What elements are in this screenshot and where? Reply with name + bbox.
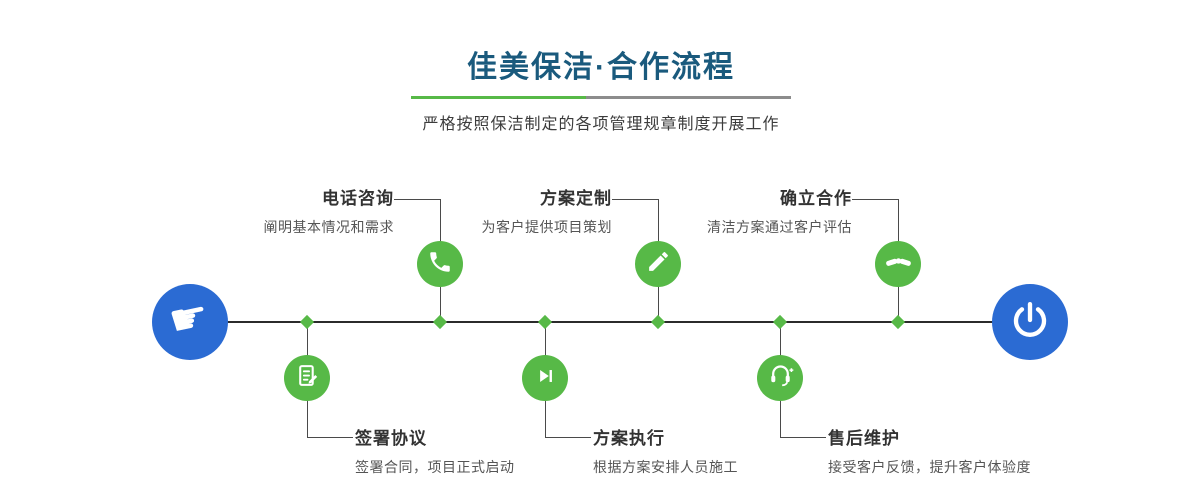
play-icon [532, 363, 558, 394]
step-desc: 根据方案安排人员施工 [593, 459, 738, 475]
connector-line [612, 199, 658, 200]
step-title: 确立合作 [780, 189, 852, 208]
timeline-diamond [537, 314, 553, 330]
divider-gray-segment [586, 96, 791, 99]
timeline-diamond [772, 314, 788, 330]
document-icon [295, 363, 320, 393]
step-establish-cooperation: 确立合作 清洁方案通过客户评估 [622, 188, 852, 237]
step-title: 签署协议 [355, 429, 427, 448]
power-icon [1010, 300, 1050, 345]
hand-pointing-icon: ☛ [164, 290, 214, 347]
step-title: 售后维护 [828, 429, 900, 448]
step-desc: 清洁方案通过客户评估 [707, 219, 852, 235]
step-phone-consult: 电话咨询 阐明基本情况和需求 [164, 188, 394, 237]
step-plan-execution: 方案执行 根据方案安排人员施工 [593, 428, 853, 477]
timeline [190, 321, 1030, 323]
step-desc: 阐明基本情况和需求 [263, 219, 394, 235]
step-desc: 为客户提供项目策划 [481, 219, 612, 235]
step-title: 方案定制 [540, 189, 612, 208]
step-node-phone [417, 241, 463, 287]
timeline-diamond [299, 314, 315, 330]
connector-line [852, 199, 898, 200]
step-title: 电话咨询 [322, 189, 394, 208]
step-desc: 签署合同，项目正式启动 [355, 459, 515, 475]
connector-line [780, 437, 826, 438]
timeline-diamond [890, 314, 906, 330]
timeline-diamond [432, 314, 448, 330]
handshake-icon [885, 248, 912, 280]
connector-line [394, 199, 440, 200]
step-node-agreement [284, 355, 330, 401]
title-divider [411, 96, 791, 99]
step-plan-customize: 方案定制 为客户提供项目策划 [382, 188, 612, 237]
step-title: 方案执行 [593, 429, 665, 448]
connector-line [545, 437, 591, 438]
timeline-diamond [650, 314, 666, 330]
connector-line [307, 437, 353, 438]
headset-icon [767, 362, 794, 394]
phone-icon [427, 249, 453, 280]
step-node-aftersales [757, 355, 803, 401]
step-node-plan [635, 241, 681, 287]
step-node-execution [522, 355, 568, 401]
step-node-cooperation [875, 241, 921, 287]
page-subtitle: 严格按照保洁制定的各项管理规章制度开展工作 [422, 116, 780, 133]
step-sign-agreement: 签署协议 签署合同，项目正式启动 [355, 428, 615, 477]
divider-green-segment [411, 96, 586, 99]
step-desc: 接受客户反馈，提升客户体验度 [828, 459, 1031, 475]
start-node: ☛ [152, 284, 228, 360]
step-aftersales-maintenance: 售后维护 接受客户反馈，提升客户体验度 [828, 428, 1088, 477]
end-node [992, 284, 1068, 360]
page-title: 佳美保洁·合作流程 [467, 51, 735, 84]
pencil-icon [646, 249, 671, 279]
